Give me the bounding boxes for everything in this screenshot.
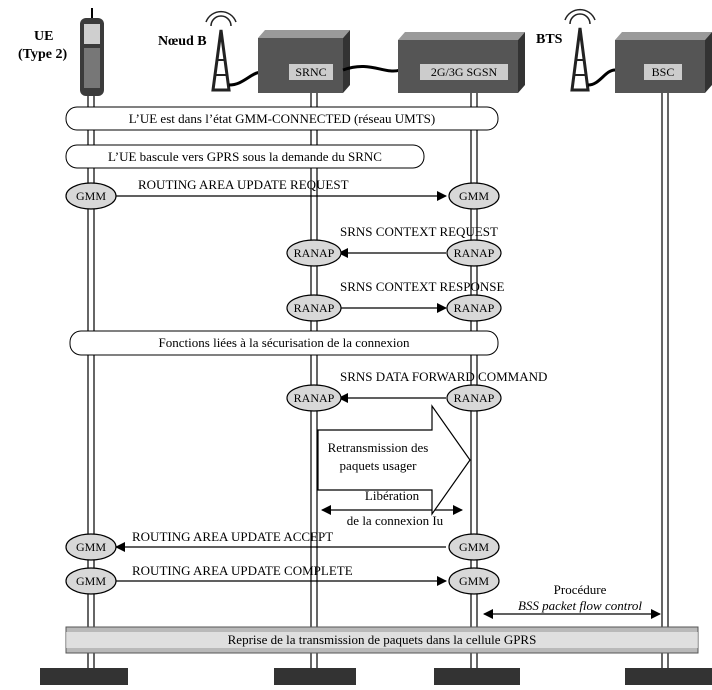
bsc-equipment-icon — [615, 32, 712, 93]
note-retransmission-line1: Retransmission des — [328, 440, 429, 455]
message-arrows — [116, 196, 660, 614]
node-b-tower-icon — [206, 12, 236, 90]
note-procedure: Procédure — [554, 582, 607, 597]
note-bss-flow: BSS packet flow control — [518, 598, 642, 613]
msg-srns-context-request: SRNS CONTEXT REQUEST — [340, 224, 498, 239]
srnc-label: SRNC — [295, 65, 326, 79]
lifeline-bases — [40, 668, 712, 685]
gmm-label: GMM — [76, 540, 106, 554]
msg-srns-data-forward: SRNS DATA FORWARD COMMAND — [340, 369, 547, 384]
msg-srns-context-response: SRNS CONTEXT RESPONSE — [340, 279, 505, 294]
banner-resume-text: Reprise de la transmission de paquets da… — [228, 632, 537, 647]
ranap-label: RANAP — [454, 301, 495, 315]
ue-type-label: (Type 2) — [18, 47, 67, 62]
gmm-label: GMM — [76, 189, 106, 203]
gmm-label: GMM — [459, 540, 489, 554]
ue-label: UE — [34, 29, 53, 44]
ranap-label: RANAP — [454, 391, 495, 405]
bts-bsc-cable — [588, 70, 615, 85]
banner-gprs-switch-text: L’UE bascule vers GPRS sous la demande d… — [108, 149, 382, 164]
sgsn-label: 2G/3G SGSN — [431, 65, 498, 79]
msg-rau-request: ROUTING AREA UPDATE REQUEST — [138, 177, 349, 192]
gmm-label: GMM — [459, 189, 489, 203]
srnc-equipment-icon — [258, 30, 350, 93]
note-retransmission-line2: paquets usager — [340, 458, 418, 473]
ranap-label: RANAP — [454, 246, 495, 260]
gmm-label: GMM — [459, 574, 489, 588]
node-b-label: Nœud B — [158, 34, 207, 49]
msg-rau-accept: ROUTING AREA UPDATE ACCEPT — [132, 529, 333, 544]
banner-gmm-connected-text: L’UE est dans l’état GMM-CONNECTED (rése… — [129, 111, 435, 126]
note-liberation-line1: Libération — [365, 488, 420, 503]
msg-rau-complete: ROUTING AREA UPDATE COMPLETE — [132, 563, 353, 578]
srnc-sgsn-cable — [343, 66, 400, 71]
gmm-label: GMM — [76, 574, 106, 588]
ranap-label: RANAP — [294, 301, 335, 315]
note-liberation-line2: de la connexion Iu — [347, 513, 444, 528]
ue-phone-icon — [80, 8, 104, 96]
ranap-label: RANAP — [294, 246, 335, 260]
sgsn-equipment-icon — [398, 32, 525, 93]
bsc-label: BSC — [652, 65, 675, 79]
ranap-label: RANAP — [294, 391, 335, 405]
bts-tower-icon — [565, 10, 595, 90]
bts-label: BTS — [536, 32, 563, 47]
banner-security-text: Fonctions liées à la sécurisation de la … — [159, 335, 410, 350]
